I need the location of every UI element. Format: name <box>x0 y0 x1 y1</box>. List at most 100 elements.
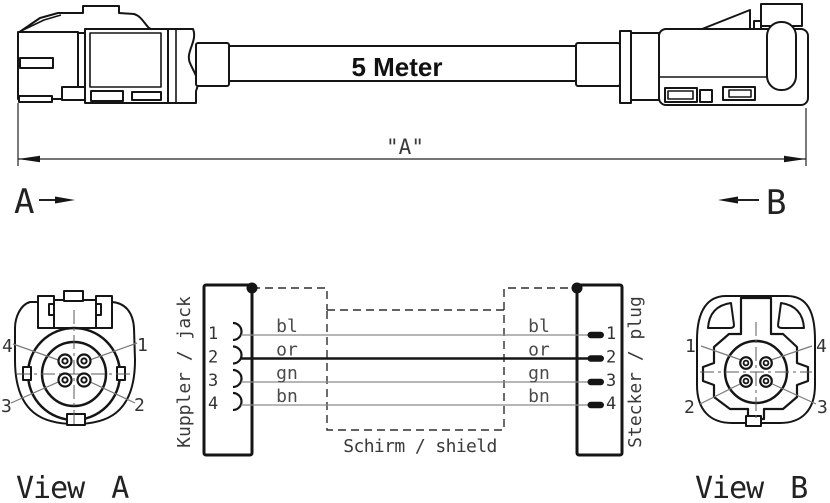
plug-pin-number-1: 1 <box>606 324 616 344</box>
view-a-pin-top-right <box>76 353 92 369</box>
cable-length-label: 5 Meter <box>351 52 442 82</box>
view-a-pin-bottom-right <box>76 372 92 388</box>
end-b-arrow-head <box>718 196 738 204</box>
view-b-pin-top-right-contact <box>762 359 770 367</box>
view-b-pin-bottom-right-contact <box>762 377 770 385</box>
connector-a-strain-relief <box>167 28 199 104</box>
jack-terminal-box <box>202 283 254 457</box>
view-b-pin-bottom-left-contact <box>742 377 750 385</box>
connector-a-hood-inner-line <box>20 14 62 32</box>
view-b-cutout-left <box>707 302 735 329</box>
plug-pin-number-4: 4 <box>606 394 616 414</box>
wire-4-color-right: bn <box>528 386 550 407</box>
jack-contact-4 <box>232 391 243 412</box>
connector-a-step <box>61 86 88 101</box>
plug-contact-2 <box>587 355 604 362</box>
view-a-leader-1 <box>83 342 138 363</box>
view-b-pins <box>739 356 773 388</box>
view-a-pin-bottom-right-contact <box>80 376 88 384</box>
view-a-pin-label-top-left: 4 <box>2 336 13 357</box>
jack-contact-1 <box>232 321 243 342</box>
end-a-label: A <box>14 182 34 222</box>
jack-pin-number-3: 3 <box>208 371 218 391</box>
view-b-cutout-right <box>777 302 805 329</box>
connector-b-bottom-tab3-inner <box>728 89 752 98</box>
end-b-label: B <box>766 183 786 223</box>
view-a-title: View A <box>16 471 129 503</box>
end-a-arrow-head <box>55 196 75 204</box>
jack-pin-number-4: 4 <box>208 394 218 414</box>
view-a-center-cap <box>53 299 97 329</box>
dimension-label: "A" <box>386 135 424 159</box>
view-b-leader-3 <box>767 381 817 405</box>
shield-label: Schirm / shield <box>343 436 497 457</box>
cable: 5 Meter <box>228 45 578 82</box>
shield-node-left <box>246 282 258 294</box>
view-b-inner-contour <box>701 296 810 421</box>
dimension-arrow-left <box>18 155 40 163</box>
connector-b-oblong <box>766 21 797 91</box>
wire-row-2: 2 or or 2 <box>208 340 616 368</box>
view-a-pin-top-left-contact <box>61 357 69 365</box>
view-b-pin-label-bottom-right: 3 <box>817 397 828 418</box>
view-a-pin-label-bottom-left: 3 <box>1 396 12 417</box>
plug-contact-4 <box>587 401 604 409</box>
view-a-pin-top-left <box>57 353 73 369</box>
wire-3-color-right: gn <box>528 363 550 384</box>
jack-pin-number-1: 1 <box>208 324 218 344</box>
connector-b-bottom-tab2 <box>699 89 713 103</box>
view-b-pin-bottom-left <box>739 374 753 388</box>
wire-row-1: 1 bl bl 1 <box>208 316 616 344</box>
shield-lead-left <box>252 287 328 310</box>
plug-pin-number-2: 2 <box>606 348 616 368</box>
view-direction-labels: A B <box>14 182 786 223</box>
view-b-title: View B <box>695 471 807 503</box>
plug-terminal-box <box>575 283 624 457</box>
view-b-leader-4 <box>767 345 813 362</box>
connector-b-flange <box>619 30 632 104</box>
shield-node-right <box>571 282 583 294</box>
view-a-pins <box>57 353 92 388</box>
assembly-side-view: 5 Meter "A" A <box>14 3 809 223</box>
dimension-a: "A" <box>17 103 807 166</box>
view-a-cap-tab <box>63 290 84 302</box>
connector-b-top-notch <box>753 20 762 30</box>
wire-row-3: 3 gn gn 3 <box>208 363 616 391</box>
view-a-pin-bottom-left-contact <box>61 376 69 384</box>
wire-3-color-left: gn <box>276 363 298 384</box>
view-b-pin-label-top-left: 1 <box>685 336 696 357</box>
wire-2-color-right: or <box>528 340 550 361</box>
view-b-pin-label-top-right: 4 <box>816 336 827 357</box>
connector-b-bottom-tab1-inner <box>667 90 694 100</box>
wiring-schematic: Schirm / shield 1 bl bl 1 2 or or 2 3 <box>174 282 646 457</box>
plug-contact-1 <box>587 331 604 339</box>
jack-side-label: Kuppler / jack <box>174 296 195 448</box>
view-a-leader-4 <box>12 343 65 363</box>
jack-contact-3 <box>232 368 243 389</box>
plug-pin-number-3: 3 <box>606 371 616 391</box>
connector-a-tip-foot <box>18 95 53 103</box>
connector-a-latch-tab2 <box>131 91 162 101</box>
wire-2-color-left: or <box>276 340 298 361</box>
view-b-pin-top-right <box>759 356 773 370</box>
connector-a-latch-tab1 <box>90 90 124 102</box>
connector-b-neck <box>630 32 660 101</box>
view-b-face: 1 4 2 3 View B <box>684 295 828 503</box>
wire-1-color-left: bl <box>276 316 298 337</box>
plug-contact-3 <box>587 378 604 386</box>
view-b-pin-bottom-right <box>759 374 773 388</box>
connector-a-side-view <box>17 5 230 104</box>
dimension-arrow-right <box>784 155 806 163</box>
shield-box <box>326 309 505 431</box>
shield-lead-right <box>503 287 577 310</box>
connector-a-hood <box>17 5 161 34</box>
connector-a-tip-slot <box>19 57 54 69</box>
connector-b-boot <box>575 42 621 87</box>
connector-b-wedge <box>701 9 751 30</box>
connector-a-window <box>89 32 162 88</box>
wire-1-color-right: bl <box>528 316 550 337</box>
view-b-pin-top-left-contact <box>742 359 750 367</box>
view-a-pin-label-bottom-right: 2 <box>134 395 145 416</box>
wire-4-color-left: bn <box>276 386 298 407</box>
view-b-leader-2 <box>699 381 745 405</box>
